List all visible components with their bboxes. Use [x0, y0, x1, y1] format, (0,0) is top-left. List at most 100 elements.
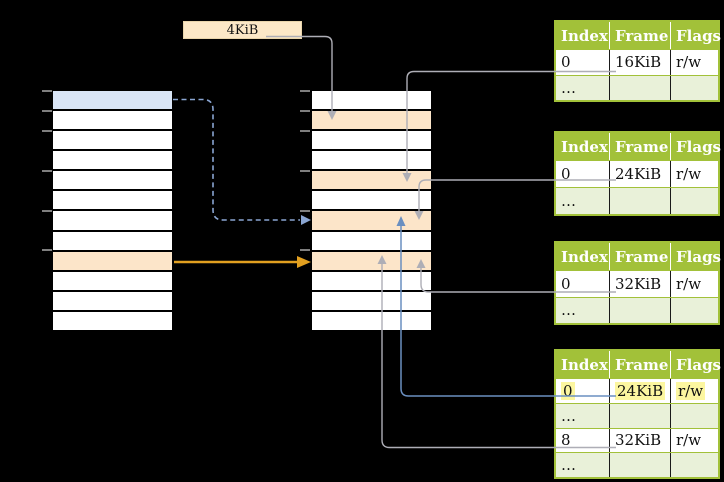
col-header-flags: Flags [670, 243, 721, 270]
cell-flags [670, 297, 718, 323]
cell-frame: 16KiB [609, 50, 670, 75]
address-tick [42, 109, 52, 112]
cell-index: … [561, 456, 576, 475]
memory-row [312, 91, 431, 110]
page-size-label: 4KiB [183, 21, 302, 39]
left-memory-column [53, 91, 172, 330]
memory-row [53, 91, 172, 110]
memory-row [312, 151, 431, 170]
cell-frame: 32KiB [609, 271, 670, 297]
memory-row [53, 311, 172, 330]
page-table-header: Index Frame Flags [556, 351, 721, 378]
address-tick [42, 249, 52, 252]
table-row: 0 24KiB r/w [556, 160, 718, 187]
cell-index: … [561, 301, 576, 320]
memory-row [53, 291, 172, 310]
address-tick [42, 129, 52, 132]
highlighted-value: 0 [561, 381, 575, 400]
cell-index: 0 [561, 53, 571, 72]
memory-row [312, 311, 431, 330]
page-table-32kib: Index Frame Flags 0 32KiB r/w … [554, 241, 721, 325]
col-header-frame: Frame [609, 22, 670, 49]
highlighted-value: 24KiB [615, 381, 666, 400]
cell-frame [609, 188, 670, 214]
col-header-frame: Frame [609, 243, 670, 270]
memory-row [53, 231, 172, 250]
memory-row [53, 251, 172, 270]
cell-index: … [561, 78, 576, 97]
arrowhead-right [301, 215, 311, 225]
memory-row [312, 231, 431, 250]
page-table-header: Index Frame Flags [556, 133, 721, 160]
col-header-index: Index [561, 247, 608, 266]
memory-row [53, 191, 172, 210]
table-row: 0 32KiB r/w [556, 270, 718, 297]
address-tick [42, 90, 52, 92]
memory-row [312, 111, 431, 130]
memory-row [53, 171, 172, 190]
address-tick [300, 169, 310, 172]
table-row: 8 32KiB r/w [556, 427, 718, 453]
page-table-24kib: Index Frame Flags 0 24KiB r/w … [554, 131, 721, 216]
cell-index: 8 [561, 431, 571, 450]
cell-frame [609, 403, 670, 428]
table-row-ellipsis: … [556, 74, 718, 100]
memory-row [53, 151, 172, 170]
page-table-header: Index Frame Flags [556, 22, 721, 49]
cell-frame [609, 297, 670, 323]
address-tick [300, 109, 310, 112]
memory-row [53, 271, 172, 290]
page-table-header: Index Frame Flags [556, 243, 721, 270]
cell-index: … [561, 192, 576, 210]
col-header-index: Index [561, 137, 608, 156]
cell-flags [670, 188, 718, 214]
table-row-ellipsis: … [556, 296, 718, 323]
cell-flags [670, 75, 718, 100]
memory-row [53, 211, 172, 230]
col-header-frame: Frame [609, 351, 670, 378]
cell-index: 0 [556, 379, 609, 403]
cell-frame: 32KiB [609, 428, 670, 453]
col-header-flags: Flags [670, 133, 721, 160]
memory-row [312, 171, 431, 190]
memory-row [312, 131, 431, 150]
memory-row [312, 251, 431, 270]
memory-row [312, 271, 431, 290]
table-row: 0 16KiB r/w [556, 49, 718, 75]
cell-flags: r/w [670, 379, 718, 403]
address-tick [42, 209, 52, 212]
cell-flags [670, 453, 718, 477]
col-header-index: Index [561, 355, 608, 374]
table-row-ellipsis: … [556, 402, 718, 428]
cell-flags: r/w [670, 50, 718, 75]
memory-row [53, 111, 172, 130]
address-tick [42, 169, 52, 172]
cell-flags [670, 403, 718, 428]
memory-row [53, 131, 172, 150]
address-tick [300, 129, 310, 132]
cell-flags: r/w [670, 428, 718, 453]
col-header-frame: Frame [609, 133, 670, 160]
cell-frame: 24KiB [609, 379, 670, 403]
arrowhead-right [297, 256, 311, 268]
cell-index: … [561, 406, 576, 425]
col-header-flags: Flags [670, 22, 721, 49]
memory-row [312, 291, 431, 310]
memory-row [312, 211, 431, 230]
cell-index: 0 [561, 274, 571, 293]
arrow-left-row1-to-middle [173, 98, 300, 221]
address-tick [300, 209, 310, 212]
table-row-ellipsis: … [556, 452, 718, 477]
page-table-level2: Index Frame Flags 0 24KiB r/w … 8 32KiB … [554, 349, 721, 479]
col-header-flags: Flags [670, 351, 721, 378]
cell-frame [609, 75, 670, 100]
middle-memory-column [312, 91, 431, 330]
page-table-16kib: Index Frame Flags 0 16KiB r/w … [554, 20, 721, 102]
address-tick [300, 90, 310, 92]
cell-flags: r/w [670, 161, 718, 187]
cell-flags: r/w [670, 271, 718, 297]
cell-frame [609, 453, 670, 477]
cell-index: 0 [561, 165, 571, 183]
highlighted-value: r/w [676, 381, 706, 400]
